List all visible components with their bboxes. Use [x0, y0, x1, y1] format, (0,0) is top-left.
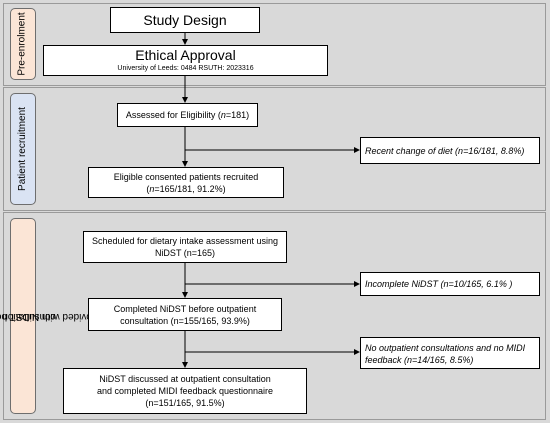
assessed-text-a: Assessed for Eligibility (	[125, 110, 221, 120]
study-design-box: Study Design	[110, 7, 260, 33]
exclusion-no-consult-box: No outpatient consultations and no MIDI …	[360, 337, 540, 369]
stage-label-nidst-provided: Provided with NiDST before outpatient co…	[0, 218, 102, 414]
ethical-approval-box: Ethical Approval University of Leeds: 04…	[43, 45, 328, 76]
eligible-recruited-box: Eligible consented patients recruited (n…	[88, 167, 284, 198]
discussed-consultation-box: NiDST discussed at outpatient consultati…	[63, 368, 307, 414]
assessed-text-b: =181)	[225, 110, 250, 120]
completed-line-2: consultation (n=155/165, 93.9%)	[120, 316, 250, 326]
discussed-line-1: NiDST discussed at outpatient consultati…	[99, 374, 271, 384]
scheduled-assessment-box: Scheduled for dietary intake assessment …	[83, 231, 287, 263]
stage-label-patient-recruitment: Patient recruitment	[10, 93, 36, 205]
assessed-eligibility-box: Assessed for Eligibility (n=181)	[117, 103, 258, 127]
scheduled-line-1: Scheduled for dietary intake assessment …	[91, 236, 279, 246]
assessed-eligibility-text: Assessed for Eligibility (n=181)	[126, 110, 249, 120]
eligible-line-2: (n=165/181, 91.2%)	[89, 183, 283, 195]
discussed-line-3: (n=151/165, 91.5%)	[145, 398, 225, 408]
exclusion-diet-change-text: Recent change of diet (n=16/181, 8.8%)	[365, 145, 525, 156]
ethics-reference-text: University of Leeds: 0484 RSUTH: 2023316	[117, 65, 254, 72]
assessed-n-symbol: n	[220, 110, 226, 120]
stage-label-pre-enrolment: Pre-enrolment	[10, 8, 36, 80]
completed-line-1: Completed NiDST before outpatient	[113, 304, 257, 314]
exclusion-incomplete-box: Incomplete NiDST (n=10/165, 6.1% )	[360, 272, 540, 296]
eligible-line-1: Eligible consented patients recruited	[113, 172, 259, 182]
eligible-n-symbol: n	[149, 184, 155, 194]
discussed-line-2: and completed MIDI feedback questionnair…	[96, 386, 274, 396]
scheduled-line-2: NiDST (n=165)	[154, 248, 216, 258]
exclusion-diet-change-box: Recent change of diet (n=16/181, 8.8%)	[360, 137, 540, 164]
exclusion-no-consult-line-2: feedback (n=14/165, 8.5%)	[365, 355, 474, 365]
exclusion-incomplete-text: Incomplete NiDST (n=10/165, 6.1% )	[365, 279, 513, 289]
eligible-text-b: =165/181, 91.2%)	[154, 184, 226, 194]
completed-nidst-box: Completed NiDST before outpatient consul…	[88, 298, 282, 331]
ethical-approval-text: Ethical Approval	[135, 47, 236, 63]
eligible-text-a: (	[146, 184, 150, 194]
study-design-text: Study Design	[143, 12, 227, 28]
exclusion-no-consult-line-1: No outpatient consultations and no MIDI	[365, 343, 526, 353]
